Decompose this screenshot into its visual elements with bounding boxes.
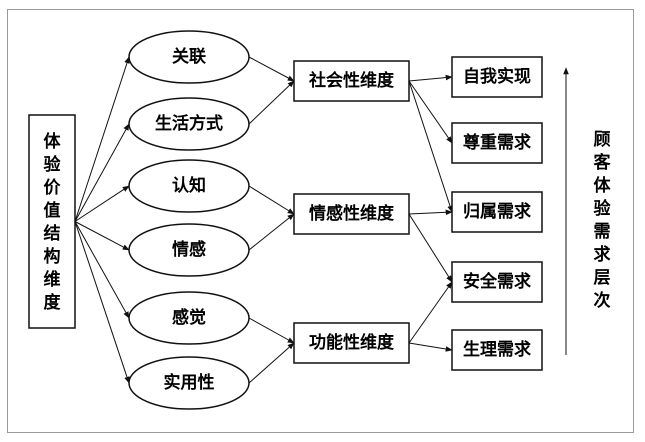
- edge-root-to-e4: [74, 221, 130, 251]
- edge-d2-to-n3: [408, 209, 453, 216]
- d3-label: 功能性维度: [309, 332, 395, 353]
- e1-shape: [128, 30, 250, 84]
- node-d2: 情感性维度: [293, 193, 410, 235]
- node-n4: 安全需求: [451, 261, 543, 303]
- node-e1: 关联: [128, 30, 250, 84]
- edge-e1-to-d1: [248, 56, 295, 82]
- edge-root-to-e5: [74, 221, 130, 319]
- edge-e6-to-d3: [248, 342, 295, 384]
- e2-label: 生活方式: [155, 113, 223, 134]
- edge-d1-to-n3: [408, 80, 453, 213]
- node-n3: 归属需求: [451, 191, 543, 233]
- e6-label: 实用性: [164, 372, 215, 393]
- root-shape: [28, 114, 76, 329]
- n3-shape: [451, 191, 543, 233]
- e6-shape: [128, 356, 250, 410]
- e5-shape: [128, 291, 250, 345]
- node-root: 体验价值结构维度: [28, 114, 76, 329]
- edge-root-to-e3: [74, 185, 130, 222]
- d3-shape: [293, 322, 410, 364]
- node-n1: 自我实现: [451, 56, 543, 98]
- n2-shape: [451, 122, 543, 164]
- e2-shape: [128, 97, 250, 151]
- n3-label: 归属需求: [463, 201, 531, 222]
- e3-label: 认知: [172, 175, 206, 196]
- e1-label: 关联: [172, 46, 206, 67]
- edge-d1-to-n1: [408, 74, 453, 82]
- node-d1: 社会性维度: [293, 60, 410, 102]
- n4-label: 安全需求: [463, 271, 531, 292]
- d2-shape: [293, 193, 410, 235]
- e3-shape: [128, 159, 250, 213]
- d2-label: 情感性维度: [309, 203, 395, 224]
- n5-shape: [451, 329, 543, 371]
- edge-d2-to-n4: [408, 213, 453, 283]
- n4-shape: [451, 261, 543, 303]
- d1-shape: [293, 60, 410, 102]
- edge-d3-to-n4: [408, 281, 453, 344]
- side-hierarchy-label: 顾客体验需求层次: [593, 130, 612, 311]
- node-d3: 功能性维度: [293, 322, 410, 364]
- edge-e4-to-d2: [248, 213, 295, 251]
- node-e5: 感觉: [128, 291, 250, 345]
- e4-shape: [128, 223, 250, 277]
- node-n2: 尊重需求: [451, 122, 543, 164]
- edge-e5-to-d3: [248, 317, 295, 344]
- node-e3: 认知: [128, 159, 250, 213]
- node-e2: 生活方式: [128, 97, 250, 151]
- n1-shape: [451, 56, 543, 98]
- e4-label: 情感: [172, 239, 206, 260]
- edge-root-to-e1: [74, 56, 130, 222]
- d1-label: 社会性维度: [308, 70, 395, 91]
- node-n5: 生理需求: [451, 329, 543, 371]
- edge-e2-to-d1: [248, 80, 295, 125]
- e5-label: 感觉: [172, 307, 206, 328]
- edge-d3-to-n5: [408, 342, 453, 352]
- root-label: 体验价值结构维度: [44, 131, 62, 313]
- edge-d1-to-n2: [408, 80, 453, 144]
- edge-root-to-e6: [74, 221, 130, 384]
- node-e4: 情感: [128, 223, 250, 277]
- edge-layer: [74, 56, 569, 384]
- n1-label: 自我实现: [463, 66, 531, 87]
- n5-label: 生理需求: [463, 339, 531, 360]
- n2-label: 尊重需求: [463, 132, 531, 153]
- edge-e3-to-d2: [248, 185, 295, 215]
- edge-root-to-e2: [74, 123, 130, 222]
- node-e6: 实用性: [128, 356, 250, 410]
- diagram-frame: [7, 9, 634, 433]
